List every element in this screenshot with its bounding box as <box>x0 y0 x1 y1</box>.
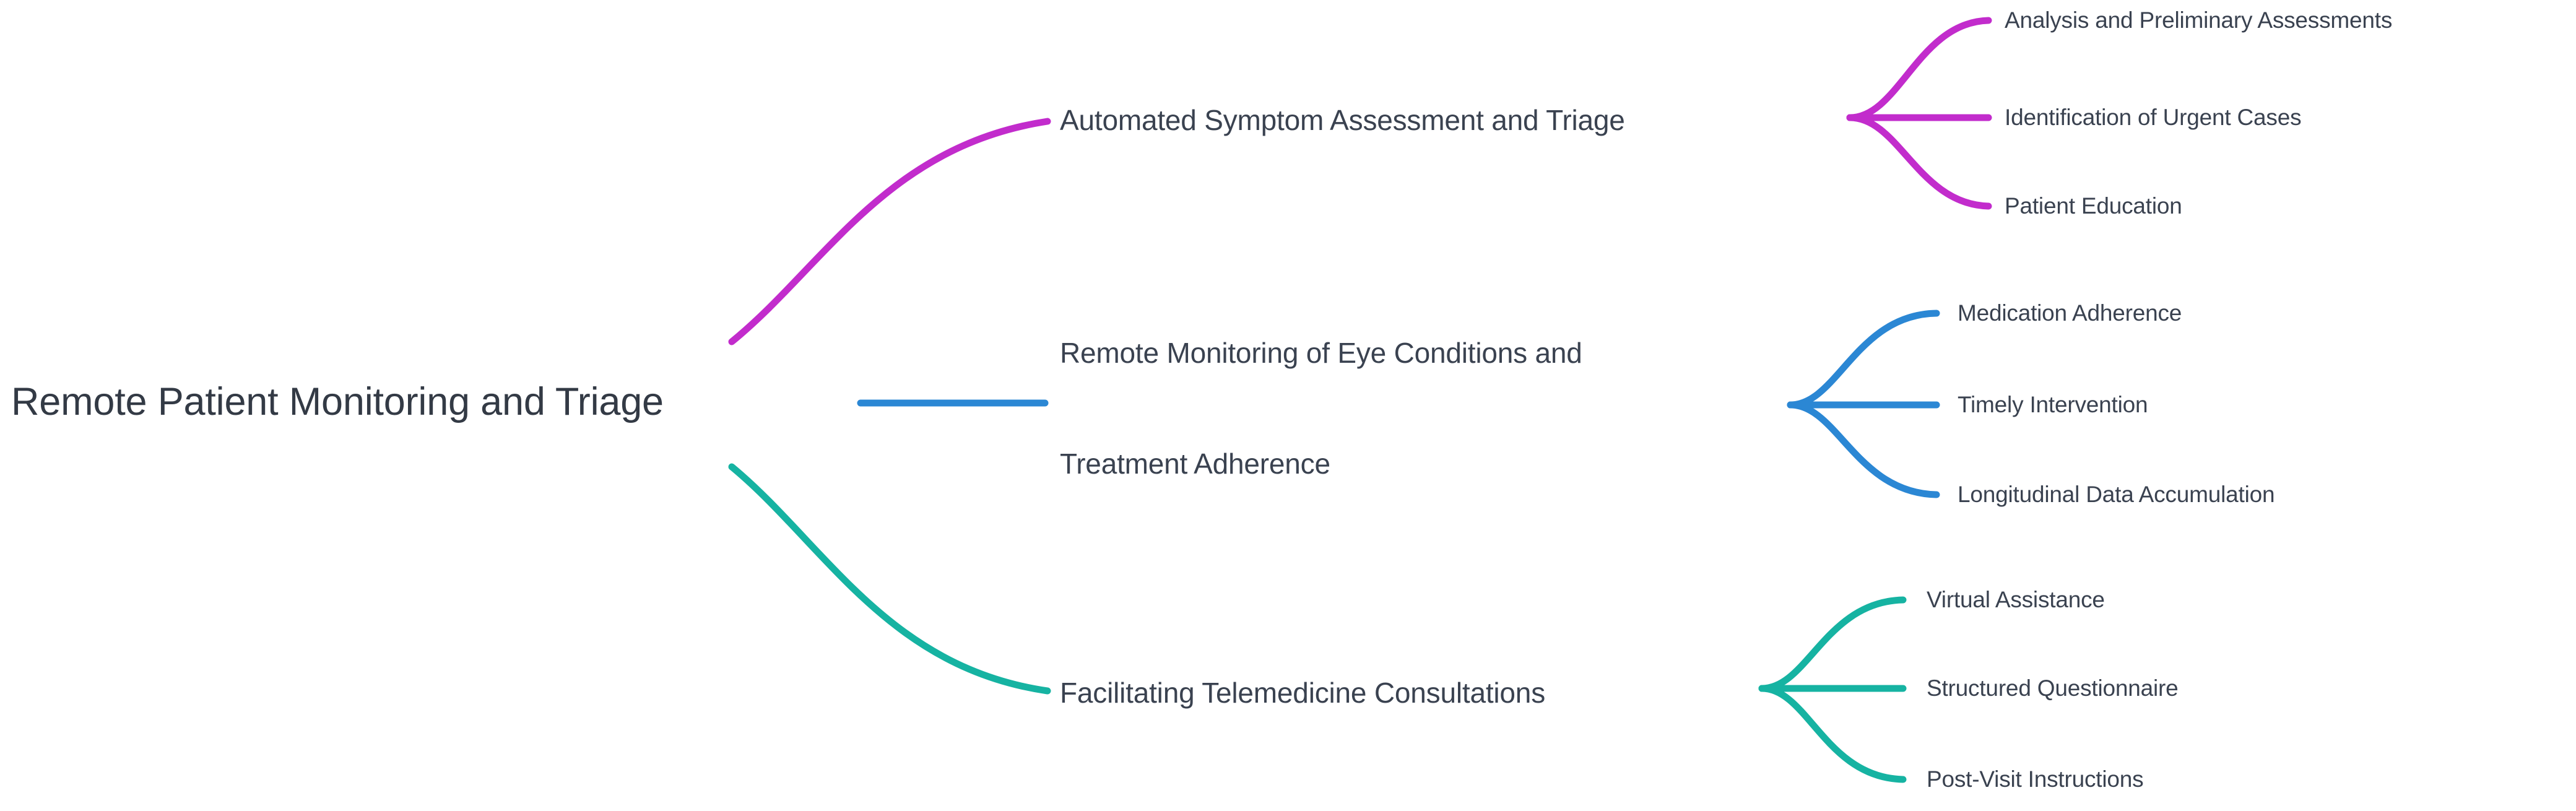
connector-branch-1-to-leaf-1 <box>1846 17 1992 121</box>
leaf-node-timely-intervention[interactable]: Timely Intervention <box>1958 391 2148 417</box>
connector-branch-2-to-leaf-3 <box>1787 401 1940 498</box>
branch-node-line-2: Treatment Adherence <box>1060 447 1330 480</box>
leaf-node-post-visit-instructions[interactable]: Post-Visit Instructions <box>1927 766 2144 792</box>
branch-node-facilitating-telemedicine-consultations[interactable]: Facilitating Telemedicine Consultations <box>1060 677 1545 709</box>
connector-root-to-branch-3 <box>728 463 1051 695</box>
leaf-node-analysis-and-preliminary-assessments[interactable]: Analysis and Preliminary Assessments <box>2005 7 2393 33</box>
branch-node-line-1: Remote Monitoring of Eye Conditions and <box>1060 336 1582 369</box>
connector-branch-2-to-leaf-1 <box>1787 310 1940 409</box>
branch-node-automated-symptom-assessment[interactable]: Automated Symptom Assessment and Triage <box>1060 104 1625 137</box>
root-node-label[interactable]: Remote Patient Monitoring and Triage <box>11 380 664 424</box>
connector-branch-3-to-leaf-3 <box>1758 685 1907 783</box>
connector-branch-3-to-leaf-1 <box>1758 596 1907 692</box>
leaf-node-structured-questionnaire[interactable]: Structured Questionnaire <box>1927 675 2179 701</box>
connector-branch-1-to-leaf-3 <box>1846 114 1992 210</box>
leaf-node-patient-education[interactable]: Patient Education <box>2005 193 2182 219</box>
leaf-node-identification-of-urgent-cases[interactable]: Identification of Urgent Cases <box>2005 104 2302 130</box>
connector-root-to-branch-1 <box>728 118 1051 345</box>
branch-node-remote-monitoring-eye-conditions[interactable]: Remote Monitoring of Eye Conditions and … <box>1060 261 1582 557</box>
leaf-node-virtual-assistance[interactable]: Virtual Assistance <box>1927 586 2105 612</box>
leaf-node-medication-adherence[interactable]: Medication Adherence <box>1958 300 2182 326</box>
leaf-node-longitudinal-data-accumulation[interactable]: Longitudinal Data Accumulation <box>1958 481 2275 507</box>
